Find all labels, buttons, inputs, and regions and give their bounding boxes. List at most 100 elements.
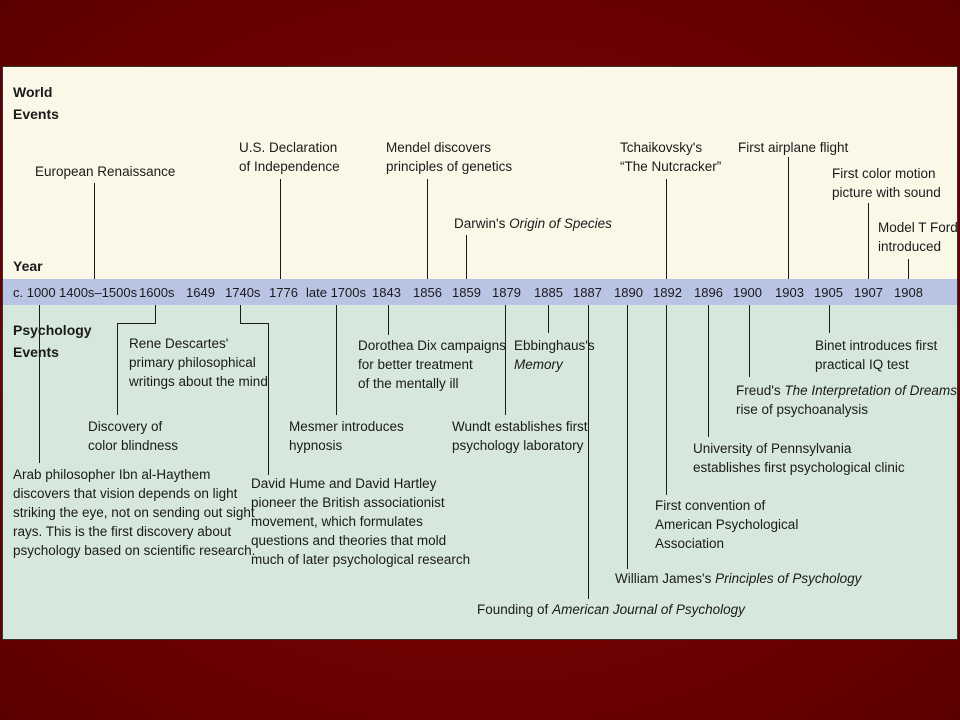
event-text-line: David Hume and David Hartley [251,476,437,491]
year-label: 1903 [775,285,804,300]
event-text-line: picture with sound [832,185,941,200]
year-label: 1896 [694,285,723,300]
event-apa-convention: First convention of American Psychologic… [655,496,798,553]
year-label: 1892 [653,285,682,300]
year-label: 1907 [854,285,883,300]
timeline-panel: World Events Year Psychology Events c. 1… [2,66,958,640]
year-label: late 1700s [306,285,366,300]
connector-line [39,305,40,463]
connector-line [117,323,156,324]
connector-line [336,305,337,415]
connector-line [788,157,789,279]
connector-line [829,305,830,333]
year-label: 1649 [186,285,215,300]
year-label: 1740s [225,285,261,300]
year-label: 1908 [894,285,923,300]
event-mesmer-hypnosis: Mesmer introduces hypnosis [289,417,404,455]
connector-line [280,179,281,279]
year-label: 1905 [814,285,843,300]
event-title: Principles of Psychology [715,571,862,586]
connector-line [708,305,709,437]
year-label: 1400s–1500s [59,285,138,300]
connector-line [868,203,869,279]
event-ebbinghaus-memory: Ebbinghaus's Memory [514,336,595,374]
event-text-line: for better treatment [358,357,473,372]
event-text-line: establishes first psychological clinic [693,460,905,475]
connector-line [427,179,428,279]
event-text-line: questions and theories that mold [251,533,447,548]
event-text-line: Mendel discovers [386,140,492,155]
event-title: The Interpretation of Dreams [784,383,957,398]
event-nutcracker: Tchaikovsky's “The Nutcracker” [620,138,721,176]
connector-line [505,305,506,415]
event-text-line: Freud's The Interpretation of Dreams; [736,381,958,400]
psych-header-line2: Events [13,344,59,360]
event-text-line: rise of psychoanalysis [736,402,869,417]
year-label: 1887 [573,285,602,300]
event-title: American Journal of Psychology [552,602,745,617]
event-text-line: writings about the mind [129,374,268,389]
event-dorothea-dix: Dorothea Dix campaigns for better treatm… [358,336,506,393]
connector-line [466,235,467,279]
year-label: 1843 [372,285,401,300]
event-wundt-laboratory: Wundt establishes first psychology labor… [452,417,588,455]
event-american-journal: Founding of American Journal of Psycholo… [477,600,745,619]
connector-line [388,305,389,335]
year-label: 1856 [413,285,442,300]
event-text-line: introduced [878,239,942,254]
event-text-line: Dorothea Dix campaigns [358,338,506,353]
event-text-line: psychology based on scientific research. [13,543,256,558]
event-text-line: pioneer the British associationist [251,495,445,510]
connector-line [117,323,118,415]
event-text-line: U.S. Declaration [239,140,338,155]
year-label: 1890 [614,285,643,300]
event-text: ; [957,383,958,398]
connector-line [240,305,241,323]
year-label: 1879 [492,285,521,300]
event-text-line: Ebbinghaus's [514,338,595,353]
year-label: 1859 [452,285,481,300]
event-text-line: Mesmer introduces [289,419,404,434]
event-text-line: rays. This is the first discovery about [13,524,232,539]
connector-line [548,305,549,333]
connector-line [588,305,589,599]
event-text: William James's [615,571,716,586]
event-freud-dreams: Freud's The Interpretation of Dreams; ri… [736,381,958,419]
event-text-line: Association [655,536,725,551]
event-text-line: Tchaikovsky's [620,140,703,155]
event-text-line: of Independence [239,159,340,174]
psych-header-line1: Psychology [13,322,92,338]
event-airplane-flight: First airplane flight [738,140,849,155]
year-label: 1885 [534,285,563,300]
connector-line [627,305,628,569]
connector-line [749,305,750,377]
event-text-line: Arab philosopher Ibn al-Haythem [13,467,211,482]
event-text-line: practical IQ test [815,357,909,372]
event-text-line: primary philosophical [129,355,256,370]
connector-line [666,179,667,279]
event-text: Darwin's [454,216,510,231]
year-band [3,279,957,305]
event-descartes: Rene Descartes' primary philosophical wr… [129,334,268,391]
connector-line [240,323,268,324]
world-header-line2: Events [13,106,59,122]
connector-line [666,305,667,495]
event-european-renaissance: European Renaissance [35,164,176,179]
world-events-header: World Events [13,81,59,125]
event-text-line: psychology laboratory [452,438,584,453]
connector-line [94,183,95,279]
event-text-line: Wundt establishes first [452,419,588,434]
world-events-band [3,67,957,279]
event-text-line: discovers that vision depends on light [13,486,238,501]
event-title: Origin of Species [509,216,612,231]
event-william-james: William James's Principles of Psychology [615,569,861,588]
psychology-events-header: Psychology Events [13,319,92,363]
event-model-t-ford: Model T Ford introduced [878,218,957,256]
connector-line [908,259,909,279]
event-text-line: principles of genetics [386,159,513,174]
event-text-line: of the mentally ill [358,376,459,391]
event-text-line: Binet introduces first [815,338,938,353]
event-text: Freud's [736,383,785,398]
event-text-line: American Psychological [655,517,799,532]
event-text: Founding of [477,602,553,617]
